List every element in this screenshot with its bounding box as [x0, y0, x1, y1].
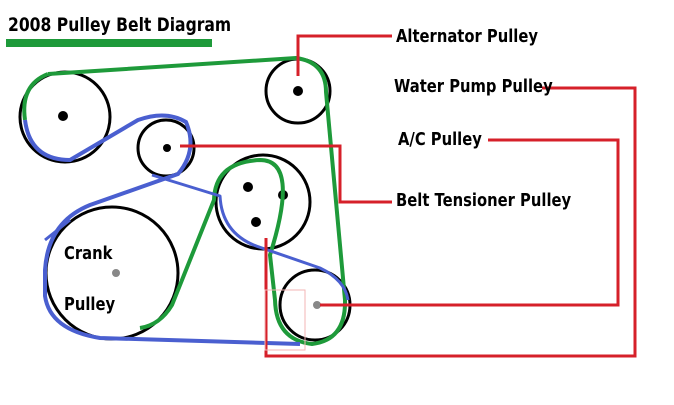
water-pump-bolt-3: [251, 217, 261, 227]
callout-faint-box: [264, 289, 306, 351]
ac-pulley: [136, 118, 196, 178]
tensioner-pulley-center: [313, 301, 321, 309]
label-alternator-pulley: Alternator Pulley: [396, 26, 538, 47]
green-belt: [47, 56, 348, 346]
top-left-pulley-center: [58, 111, 68, 121]
callout-water-pump: [264, 86, 637, 358]
blue-belt: [23, 113, 301, 346]
ac-pulley-center: [163, 144, 171, 152]
label-ac-pulley: A/C Pulley: [398, 129, 482, 150]
title-underline: [6, 39, 212, 47]
label-crank-pulley: Pulley: [64, 294, 116, 315]
alternator-pulley-center: [293, 86, 303, 96]
callout-alternator: [296, 34, 392, 76]
water-pump-bolt-1: [243, 182, 253, 192]
diagram-title: 2008 Pulley Belt Diagram: [8, 14, 232, 36]
callout-ac: [180, 144, 392, 204]
green-belt-left-arc: [22, 72, 49, 121]
label-belt-tensioner-pulley: Belt Tensioner Pulley: [396, 190, 572, 211]
crank-pulley-center: [112, 269, 120, 277]
label-water-pump-pulley: Water Pump Pulley: [394, 76, 553, 97]
blue-belt-inner: [151, 173, 350, 301]
label-crank: Crank: [64, 243, 113, 264]
callout-tensioner: [320, 138, 620, 307]
blue-belt-left: [44, 218, 71, 242]
